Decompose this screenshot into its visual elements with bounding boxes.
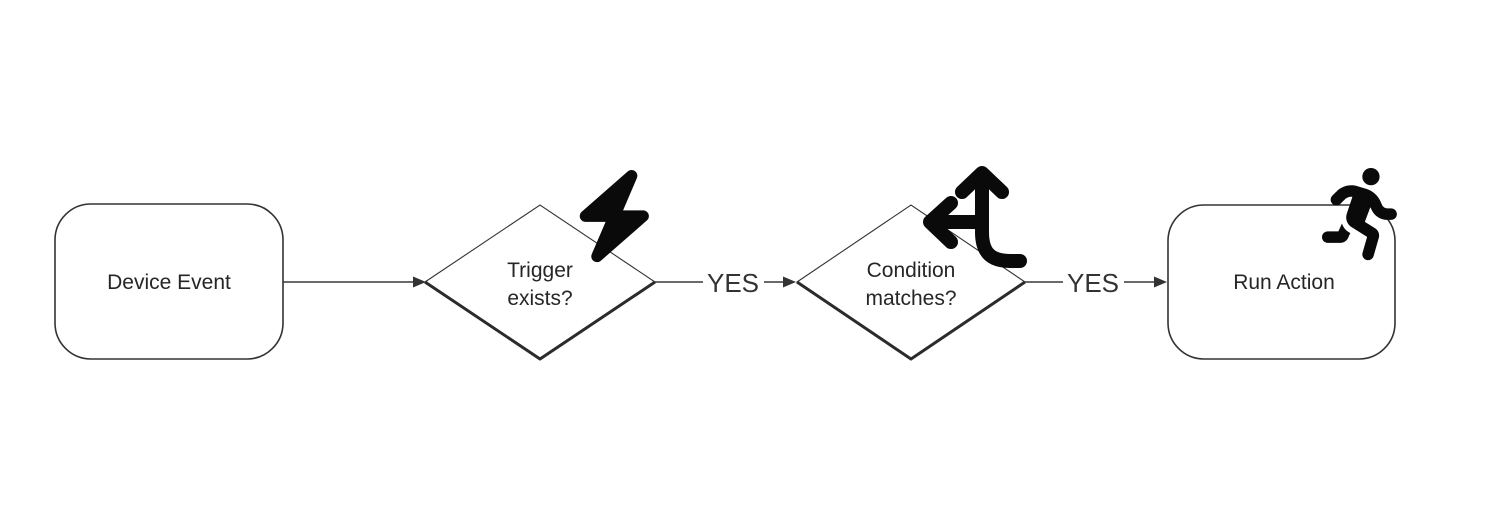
node-trigger-exists: Trigger exists? bbox=[424, 169, 656, 361]
edge-arrowhead bbox=[783, 276, 796, 288]
split-arrows-icon bbox=[923, 166, 1027, 268]
node-trigger-exists-shade bbox=[424, 280, 656, 361]
node-run-action-label: Run Action bbox=[1233, 271, 1335, 294]
node-condition-matches-shape bbox=[796, 204, 1026, 360]
edge-arrowhead bbox=[413, 276, 426, 288]
edge-trigger-to-condition-label: YES bbox=[707, 268, 759, 298]
edge-device-event-to-trigger bbox=[283, 276, 426, 288]
bolt-icon bbox=[579, 169, 649, 263]
person-running-icon bbox=[1322, 168, 1397, 261]
node-condition-matches-label-line2: matches? bbox=[865, 287, 956, 310]
node-condition-matches: Condition matches? bbox=[796, 166, 1027, 361]
edge-trigger-to-condition: YES bbox=[655, 268, 796, 298]
node-run-action-shape bbox=[1167, 204, 1396, 360]
edge-condition-to-run-action: YES bbox=[1025, 268, 1167, 298]
node-device-event: Device Event bbox=[54, 203, 284, 360]
node-condition-matches-label-line1: Condition bbox=[867, 259, 956, 282]
node-trigger-exists-label-line1: Trigger bbox=[507, 259, 573, 282]
node-run-action: Run Action bbox=[1167, 168, 1397, 360]
node-device-event-label: Device Event bbox=[107, 271, 231, 294]
node-trigger-exists-label-line2: exists? bbox=[507, 287, 572, 310]
node-condition-matches-shade bbox=[796, 280, 1026, 361]
edge-condition-to-run-action-label: YES bbox=[1067, 268, 1119, 298]
edge-arrowhead bbox=[1154, 276, 1167, 288]
